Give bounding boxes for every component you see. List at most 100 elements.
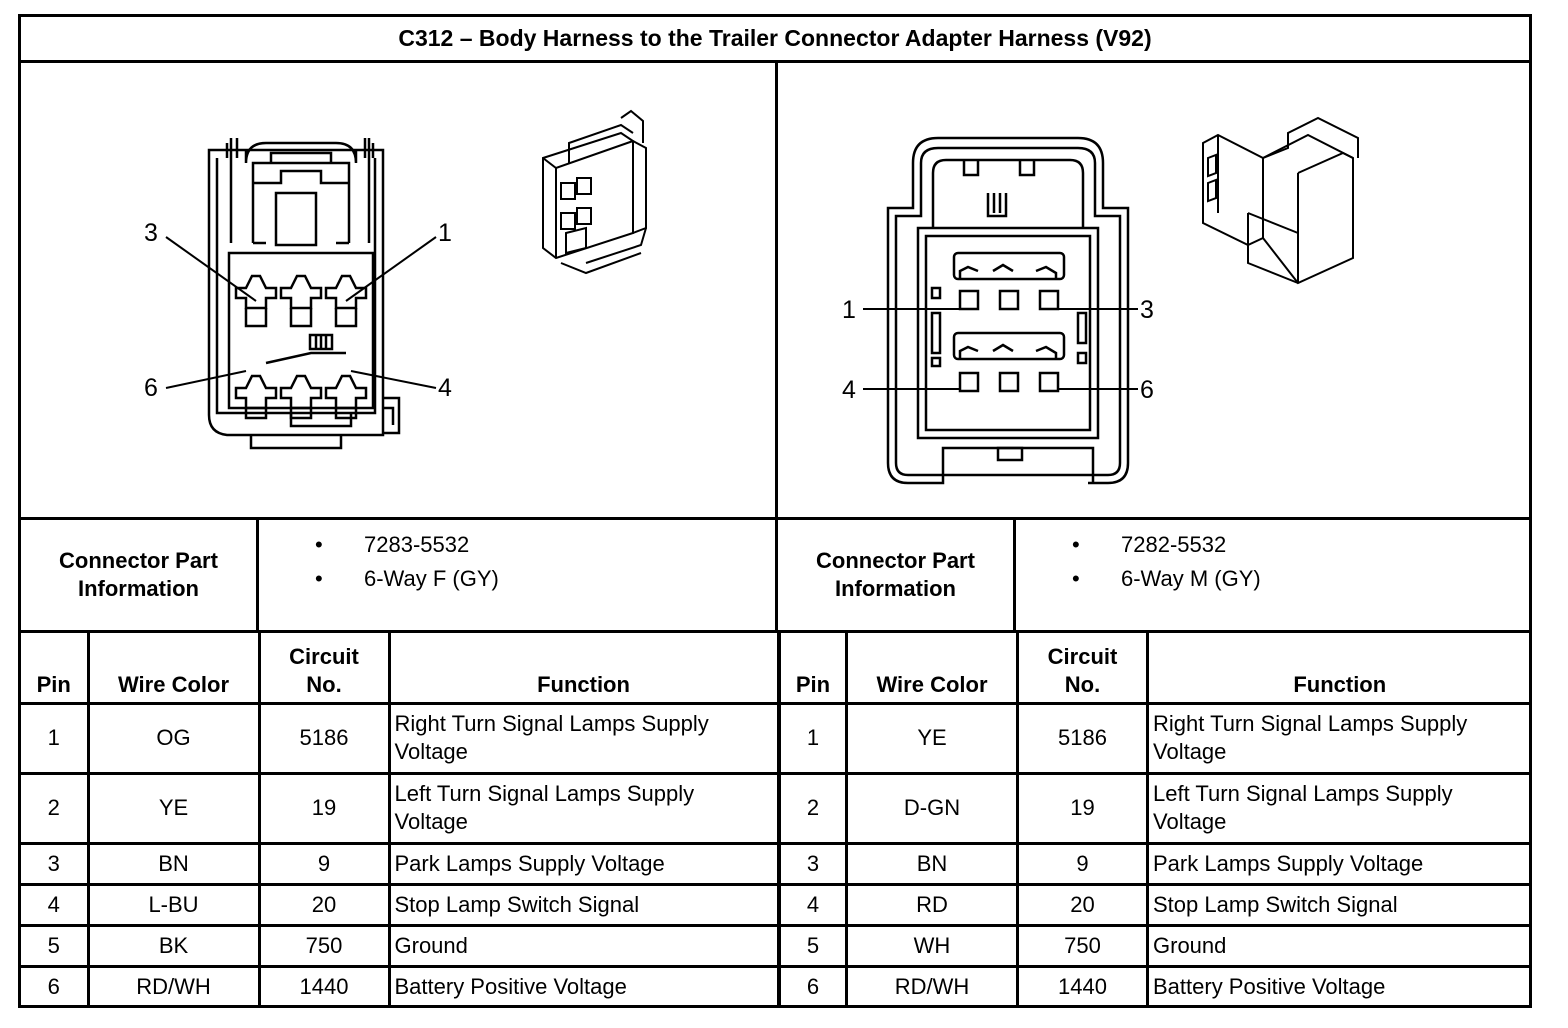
- part-description: 6-Way F (GY): [259, 562, 499, 596]
- circuit-cell: 750: [1016, 923, 1149, 968]
- function-cell: Battery Positive Voltage: [387, 964, 780, 1007]
- function-cell: Stop Lamp Switch Signal: [1146, 882, 1531, 927]
- pin-cell: 1: [778, 701, 848, 775]
- pin-header: Pin: [778, 633, 848, 705]
- female-pin-label-6: 6: [144, 374, 158, 402]
- table-row: 3 BN 9 Park Lamps Supply Voltage: [21, 841, 780, 886]
- connector-sheet: C312 – Body Harness to the Trailer Conne…: [18, 14, 1532, 1008]
- male-pin-label-4: 4: [842, 376, 856, 404]
- female-pin-label-1: 1: [438, 219, 452, 247]
- function-cell: Ground: [387, 923, 780, 968]
- part-info-list: 7283-5532 6-Way F (GY): [259, 528, 499, 596]
- part-info-list: 7282-5532 6-Way M (GY): [1016, 528, 1261, 596]
- circuit-cell: 20: [257, 882, 391, 927]
- wire-color-cell: OG: [86, 701, 261, 775]
- male-connector-part-info: Connector Part Information 7282-5532 6-W…: [778, 517, 1529, 633]
- table-row: 6 RD/WH 1440 Battery Positive Voltage: [21, 964, 780, 1007]
- circuit-cell: 5186: [1016, 701, 1149, 775]
- circuit-cell: 19: [257, 771, 391, 845]
- circuit-cell: 9: [1016, 841, 1149, 886]
- male-connector-drawing: 1 3 4 6: [842, 116, 1359, 485]
- pin-header: Pin: [21, 633, 90, 705]
- female-pin-label-4: 4: [438, 374, 452, 402]
- female-connector-figure: 3 1 6 4: [21, 63, 778, 517]
- wire-color-cell: WH: [845, 923, 1019, 968]
- female-connector-part-info: Connector Part Information 7283-5532 6-W…: [21, 517, 778, 633]
- table-row: 5 WH 750 Ground: [778, 923, 1531, 968]
- wire-color-cell: BK: [86, 923, 261, 968]
- connector-info-label-line1: Connector Part: [59, 548, 218, 573]
- pin-cell: 3: [21, 841, 90, 886]
- wire-color-header: Wire Color: [86, 633, 261, 705]
- male-pin-label-1: 1: [842, 296, 856, 324]
- female-connector-iso-view: [542, 109, 647, 275]
- wire-color-cell: BN: [86, 841, 261, 886]
- male-pin-label-6: 6: [1140, 376, 1154, 404]
- pin-cell: 6: [778, 964, 848, 1007]
- pin-cell: 1: [21, 701, 90, 775]
- function-cell: Park Lamps Supply Voltage: [1146, 841, 1531, 886]
- male-pin-label-3: 3: [1140, 296, 1154, 324]
- circuit-cell: 19: [1016, 771, 1149, 845]
- pin-cell: 5: [21, 923, 90, 968]
- function-cell: Stop Lamp Switch Signal: [387, 882, 780, 927]
- part-number: 7282-5532: [1016, 528, 1261, 562]
- male-connector-iso-view: [1202, 116, 1359, 285]
- pin-cell: 2: [21, 771, 90, 845]
- circuit-cell: 5186: [257, 701, 391, 775]
- part-description: 6-Way M (GY): [1016, 562, 1261, 596]
- pin-cell: 3: [778, 841, 848, 886]
- wire-color-cell: BN: [845, 841, 1019, 886]
- table-row: 1 YE 5186 Right Turn Signal Lamps Supply…: [778, 701, 1531, 775]
- wire-color-cell: D-GN: [845, 771, 1019, 845]
- connector-info-label: Connector Part Information: [778, 520, 1016, 630]
- table-row: 6 RD/WH 1440 Battery Positive Voltage: [778, 964, 1531, 1007]
- table-row: 3 BN 9 Park Lamps Supply Voltage: [778, 841, 1531, 886]
- pin-cell: 6: [21, 964, 90, 1007]
- pin-cell: 4: [778, 882, 848, 927]
- part-number: 7283-5532: [259, 528, 499, 562]
- circuit-cell: 20: [1016, 882, 1149, 927]
- wire-color-cell: L-BU: [86, 882, 261, 927]
- wire-color-cell: YE: [845, 701, 1019, 775]
- function-cell: Battery Positive Voltage: [1146, 964, 1531, 1007]
- female-pin-label-3: 3: [144, 219, 158, 247]
- circuit-cell: 1440: [257, 964, 391, 1007]
- wire-color-header: Wire Color: [845, 633, 1019, 705]
- circuit-cell: 1440: [1016, 964, 1149, 1007]
- function-header: Function: [387, 633, 780, 705]
- pin-cell: 5: [778, 923, 848, 968]
- wire-color-cell: YE: [86, 771, 261, 845]
- circuit-cell: 750: [257, 923, 391, 968]
- female-connector-drawing: 3 1 6 4: [144, 109, 647, 450]
- table-row: 5 BK 750 Ground: [21, 923, 780, 968]
- function-header: Function: [1146, 633, 1531, 705]
- connector-info-label-line2: Information: [77, 576, 199, 601]
- male-connector-figure: 1 3 4 6: [778, 63, 1529, 517]
- function-cell: Ground: [1146, 923, 1531, 968]
- connector-info-label: Connector Part Information: [21, 520, 259, 630]
- wire-color-cell: RD/WH: [86, 964, 261, 1007]
- table-row: 4 RD 20 Stop Lamp Switch Signal: [778, 882, 1531, 927]
- page-title: C312 – Body Harness to the Trailer Conne…: [21, 17, 1529, 63]
- wire-color-cell: RD/WH: [845, 964, 1019, 1007]
- table-row: 4 L-BU 20 Stop Lamp Switch Signal: [21, 882, 780, 927]
- wire-color-cell: RD: [845, 882, 1019, 927]
- pin-cell: 2: [778, 771, 848, 845]
- circuit-cell: 9: [257, 841, 391, 886]
- connector-info-label-line1: Connector Part: [816, 548, 975, 573]
- function-cell: Park Lamps Supply Voltage: [387, 841, 780, 886]
- pin-cell: 4: [21, 882, 90, 927]
- table-row: 1 OG 5186 Right Turn Signal Lamps Supply…: [21, 701, 780, 775]
- connector-info-label-line2: Information: [834, 576, 956, 601]
